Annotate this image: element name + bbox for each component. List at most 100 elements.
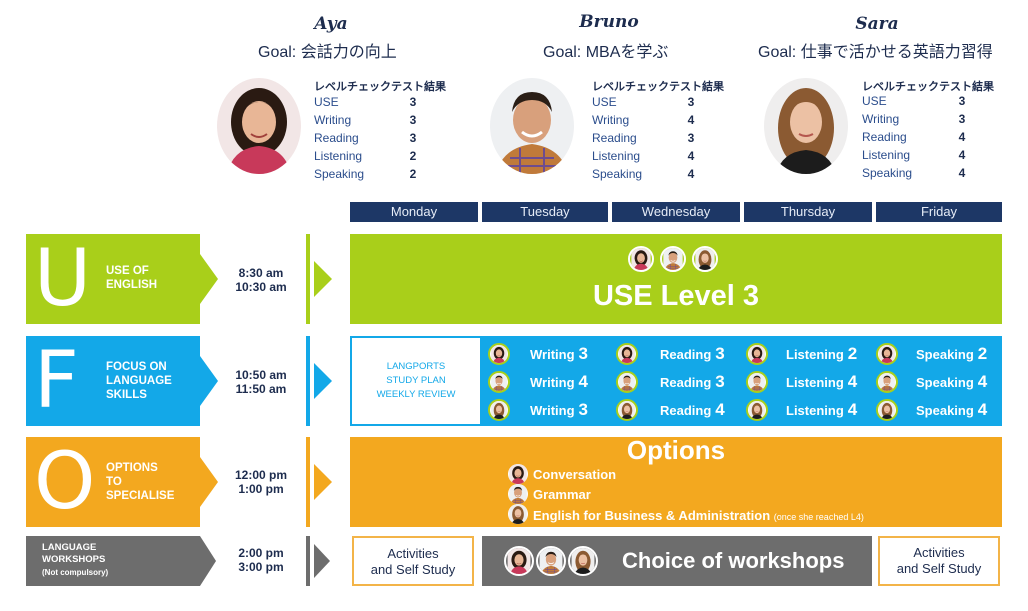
row-label-focus-on-skills: F FOCUS ON LANGUAGE SKILLS (26, 336, 200, 426)
row-title: USE OF ENGLISH (106, 265, 158, 291)
student-name: Aya (314, 14, 348, 34)
aya-avatar (616, 343, 638, 365)
result-value: 3 (958, 112, 966, 126)
row-title: LANGUAGE WORKSHOPS (42, 542, 106, 565)
sara-avatar (876, 399, 898, 421)
row-title: OPTIONS TO SPECIALISE (106, 462, 175, 502)
result-value: 4 (687, 113, 695, 127)
result-label: Writing (592, 113, 630, 127)
sara-avatar (692, 246, 718, 272)
option-business-english: English for Business & Administration (o… (533, 508, 864, 523)
day-header-monday: Monday (350, 202, 478, 222)
result-label: Writing (862, 112, 900, 126)
row-letter: U (34, 234, 92, 324)
row-chevron (200, 254, 218, 304)
result-value: 3 (687, 131, 695, 145)
row-separator (306, 536, 310, 586)
result-label: Reading (862, 130, 907, 144)
time-slot: 8:30 am 10:30 am (235, 266, 287, 294)
bruno-avatar (660, 246, 686, 272)
time-slot: 10:50 am 11:50 am (235, 368, 287, 396)
activities-self-study-friday: Activities and Self Study (878, 536, 1000, 586)
focus-block: LANGPORTS STUDY PLAN WEEKLY REVIEW Writi… (350, 336, 1002, 426)
row-chevron (200, 356, 218, 406)
result-value: 4 (958, 130, 966, 144)
result-label: USE (592, 95, 617, 109)
bruno-avatar (876, 371, 898, 393)
result-label: Listening (862, 148, 911, 162)
bruno-avatar (488, 371, 510, 393)
row-chevron (200, 536, 216, 586)
row-arrow (314, 261, 332, 297)
row-arrow (314, 363, 332, 399)
aya-avatar (628, 246, 654, 272)
result-value: 3 (687, 95, 695, 109)
aya-avatar (508, 464, 528, 484)
result-value: 4 (687, 167, 695, 181)
student-goal: Goal: 仕事で活かせる英語力習得 (758, 44, 993, 61)
day-header-wednesday: Wednesday (612, 202, 740, 222)
row-separator (306, 234, 310, 324)
sara-avatar (616, 399, 638, 421)
aya-avatar (746, 343, 768, 365)
row-label-workshops: LANGUAGE WORKSHOPS (Not compulsory) (26, 536, 200, 586)
result-label: Speaking (314, 167, 365, 181)
aya-avatar (876, 343, 898, 365)
student-name: Bruno (579, 12, 639, 32)
row-title: FOCUS ON LANGUAGE SKILLS (106, 361, 172, 401)
row-letter: O (34, 437, 96, 527)
result-label: Listening (592, 149, 641, 163)
result-label: USE (314, 95, 339, 109)
result-value: 4 (958, 148, 966, 162)
use-block: USE Level 3 (350, 234, 1002, 324)
bruno-avatar (536, 546, 566, 576)
aya-avatar (504, 546, 534, 576)
student-photo (490, 78, 574, 174)
row-chevron (200, 457, 218, 507)
result-value: 4 (687, 149, 695, 163)
row-arrow (314, 544, 330, 578)
result-value: 4 (958, 166, 966, 180)
day-header-thursday: Thursday (744, 202, 872, 222)
bruno-avatar (746, 371, 768, 393)
option-grammar: Grammar (533, 487, 591, 502)
row-label-options: O OPTIONS TO SPECIALISE (26, 437, 200, 527)
result-value: 3 (958, 94, 966, 108)
result-value: 2 (409, 167, 417, 181)
results-title: レベルチェックテスト結果 (592, 81, 724, 93)
sara-avatar (568, 546, 598, 576)
results-title: レベルチェックテスト結果 (862, 81, 994, 93)
student-photo (764, 78, 848, 174)
bruno-avatar (508, 484, 528, 504)
row-arrow (314, 464, 332, 500)
sara-avatar (746, 399, 768, 421)
result-label: Speaking (592, 167, 643, 181)
row-label-use-of-english: U USE OF ENGLISH (26, 234, 200, 324)
bruno-avatar (616, 371, 638, 393)
student-name: Sara (855, 14, 899, 34)
result-value: 3 (409, 131, 417, 145)
result-label: Speaking (862, 166, 913, 180)
result-label: Reading (314, 131, 359, 145)
row-separator (306, 336, 310, 426)
row-letter: F (34, 336, 79, 426)
options-block: Options Conversation Grammar English for… (350, 435, 1002, 527)
workshop-choice-block: Choice of workshops (482, 536, 872, 586)
aya-avatar (488, 343, 510, 365)
sara-avatar (508, 504, 528, 524)
options-title: Options (626, 435, 726, 465)
